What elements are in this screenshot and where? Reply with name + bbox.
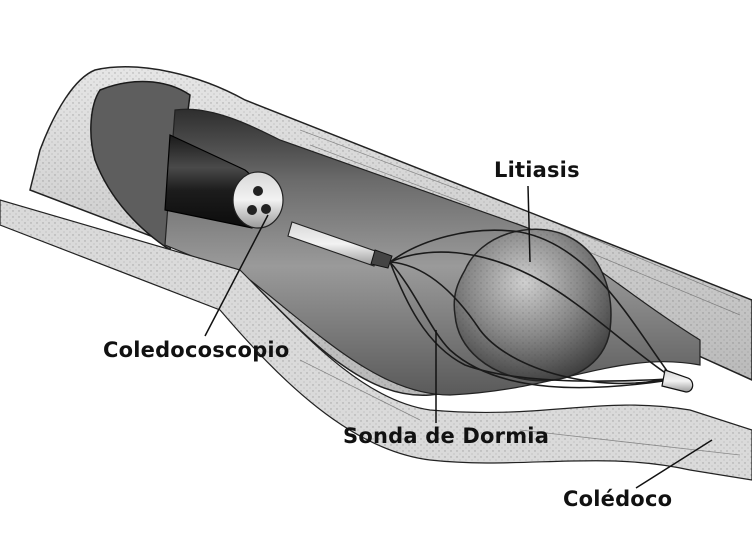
- scope-end-face: [233, 172, 283, 228]
- scope-channel-1: [253, 186, 263, 196]
- label-sonda-de-dormia: Sonda de Dormia: [343, 424, 549, 448]
- label-litiasis: Litiasis: [494, 158, 580, 182]
- label-coledoco: Colédoco: [563, 487, 672, 511]
- litiasis-stone: [454, 229, 611, 381]
- label-coledocoscopio: Coledocoscopio: [103, 338, 289, 362]
- scope-channel-3: [261, 204, 271, 214]
- bile-duct: [0, 67, 752, 480]
- scope-channel-2: [247, 205, 257, 215]
- basket-tip: [662, 370, 693, 392]
